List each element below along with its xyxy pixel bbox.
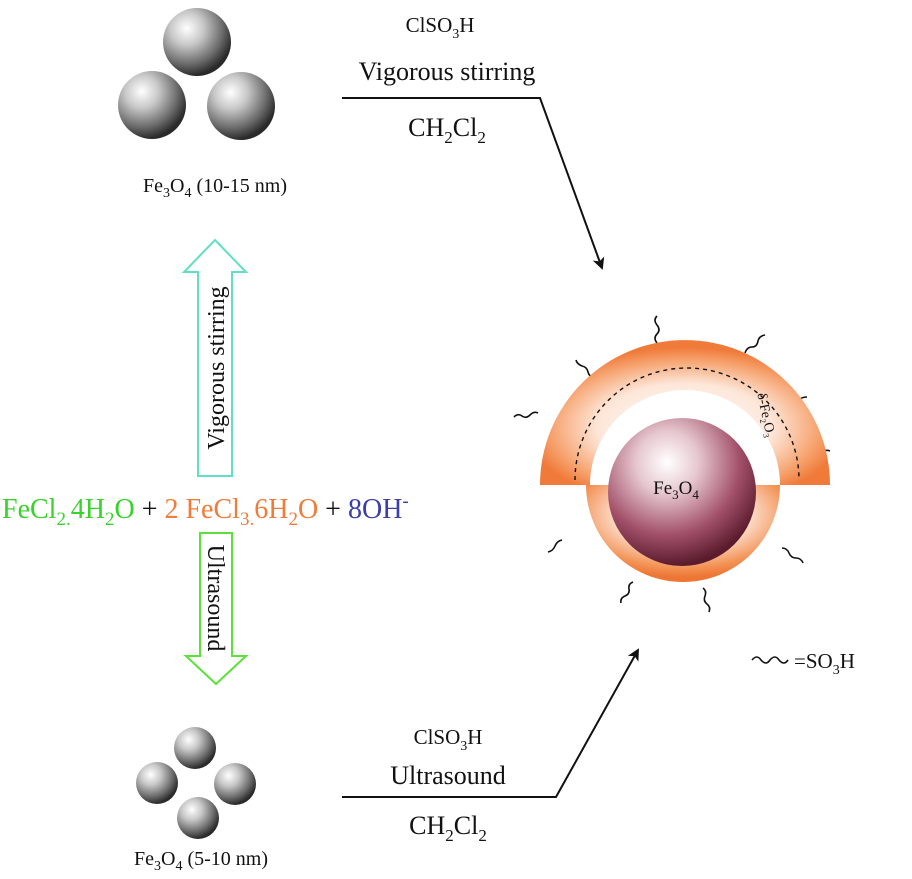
shell-boundary-dotted: [574, 367, 800, 481]
core-label: Fe3O4: [653, 478, 699, 502]
so3h-chain: [744, 334, 766, 354]
bottom-solvent-label: CH2Cl2: [409, 811, 487, 845]
ultrasound-vertical-label: Ultrasound: [202, 545, 228, 652]
nanoparticle-sphere: [163, 8, 231, 76]
nanoparticle-sphere: [214, 763, 256, 805]
legend-label: =SO3H: [794, 649, 855, 678]
nanoparticle-sphere: [136, 762, 178, 804]
bottom-condition-label: Ultrasound: [390, 761, 506, 790]
top-solvent-label: CH2Cl2: [408, 113, 486, 147]
so3h-chain: [702, 587, 711, 613]
legend: =SO3H: [751, 649, 855, 678]
so3h-chain: [654, 315, 660, 344]
so3h-chain: [781, 547, 804, 564]
legend-chain-icon: [751, 656, 789, 664]
so3h-chain: [513, 411, 539, 419]
core-shell-particle: Fe3O4 δ-Fe₂O₃: [513, 315, 831, 613]
bottom-reagent-label: ClSO3H: [414, 725, 483, 754]
nanoparticle-sphere: [174, 727, 216, 769]
large-nanoparticle-cluster: [118, 8, 275, 140]
nanoparticle-sphere: [177, 797, 219, 839]
top-route-arrow: [342, 97, 605, 270]
so3h-chain: [547, 539, 563, 553]
top-product-label: Fe3O4 (10-15 nm): [143, 175, 287, 201]
arrow-down-shape: [183, 532, 249, 686]
nanoparticle-sphere: [207, 72, 275, 140]
nanoparticle-sphere: [118, 71, 186, 139]
hydroxide-term: 8OH-: [348, 491, 409, 525]
bottom-route-arrow: [342, 648, 639, 798]
arrow-up-shape: [181, 238, 249, 477]
upper-shell: [540, 340, 830, 485]
ferrous-chloride-term: FeCl2.4H2O: [2, 494, 135, 530]
reaction-equation: FeCl2.4H2O + 2 FeCl3.6H2O + 8OH-: [2, 491, 409, 530]
fe3o4-core: [608, 418, 756, 566]
vigorous-stirring-vertical-label: Vigorous stirring: [204, 286, 230, 449]
so3h-chain: [620, 581, 634, 604]
top-condition-label: Vigorous stirring: [359, 57, 536, 86]
vigorous-stirring-arrow: Vigorous stirring: [181, 238, 249, 477]
top-reagent-label: ClSO3H: [406, 13, 475, 42]
bottom-product-label: Fe3O4 (5-10 nm): [134, 848, 268, 874]
small-nanoparticle-cluster: [136, 727, 256, 839]
ultrasound-arrow: Ultrasound: [183, 532, 249, 686]
ferric-chloride-term: 2 FeCl3.6H2O: [164, 494, 318, 530]
